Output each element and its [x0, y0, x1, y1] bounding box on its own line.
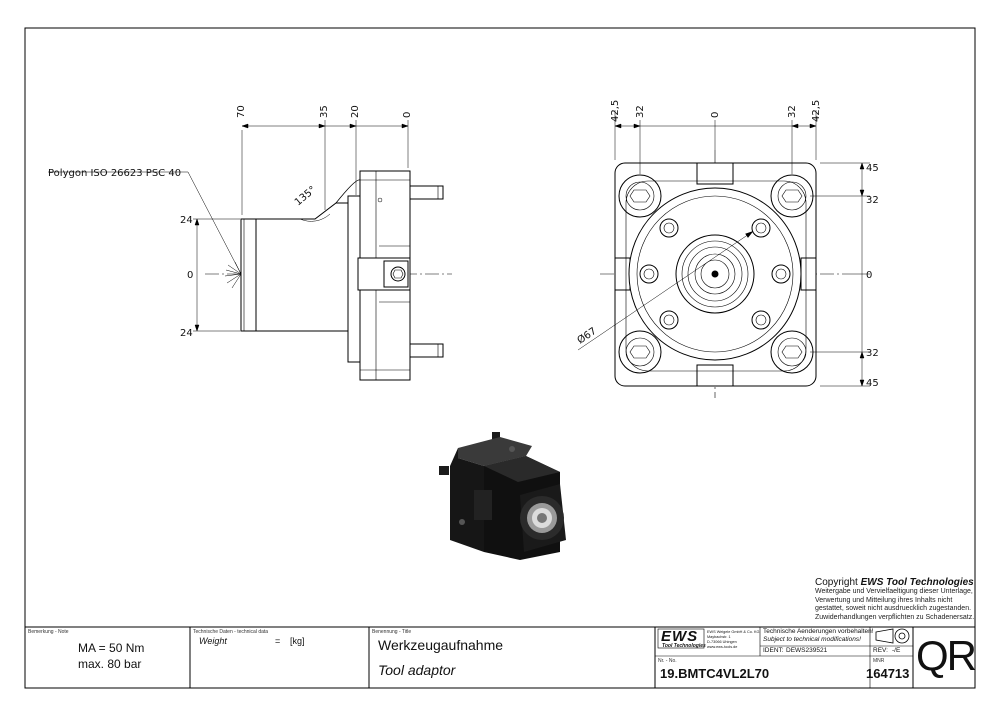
ews-logo-sub: Tool Technologies — [662, 643, 706, 649]
qr-code-mark: QR — [916, 632, 977, 679]
side-view — [48, 120, 452, 381]
copyright-line-4: Zuwiderhandlungen verpflichten zu Schade… — [815, 613, 975, 621]
front-view — [577, 110, 870, 398]
mnr-value: 164713 — [866, 666, 910, 681]
tool-adaptor-3d-render — [439, 432, 566, 560]
company-address: EWS Weigele GmbH & Co. KG Maybachstr. 1 … — [707, 630, 759, 650]
weight-unit: [kg] — [290, 636, 305, 646]
tech-data-label: Technische Daten - technical data — [193, 629, 269, 635]
ews-logo-text: EWS — [661, 628, 699, 645]
company-line-2: Maybachstr. 1 — [707, 635, 731, 639]
company-line-4: www.ews-tools.de — [707, 645, 738, 649]
weight-eq: = — [275, 636, 281, 646]
title-label: Benennung - Title — [372, 629, 412, 635]
company-line-1: EWS Weigele GmbH & Co. KG — [707, 630, 760, 634]
title-block-grid — [25, 626, 975, 688]
dim-front-42-5-right: 42,5 — [811, 100, 822, 122]
rev-label: REV: — [873, 647, 888, 654]
copyright-block: Copyright EWS Tool Technologies Weiterga… — [815, 577, 995, 622]
title-english: Tool adaptor — [378, 662, 456, 678]
company-line-3: D-73066 Uhingen — [707, 640, 737, 644]
dim-front-0: 0 — [710, 112, 721, 118]
dim-right-45-bottom: 45 — [866, 378, 879, 389]
dim-side-0: 0 — [402, 112, 413, 118]
note-line-2: max. 80 bar — [78, 657, 142, 671]
diameter-label: Ø67 — [575, 325, 599, 346]
ident-value: DEWS239521 — [786, 647, 828, 654]
copyright-line-3: gestattet, soweit nicht ausdruecklich zu… — [815, 605, 972, 613]
mnr-label: MNR — [873, 658, 885, 664]
rev-value: -/E — [892, 647, 901, 654]
copyright-prefix: Copyright — [815, 577, 858, 588]
dim-front-32-right: 32 — [787, 105, 798, 118]
dim-right-45-top: 45 — [866, 163, 879, 174]
ident-label: IDENT: — [763, 647, 784, 654]
dim-left-24-bottom: 24 — [180, 328, 193, 339]
copyright-line-1: Weitergabe und Vervielfaeltigung dieser … — [815, 588, 973, 595]
ews-logo — [657, 628, 705, 649]
polygon-label: Polygon ISO 26623 PSC 40 — [48, 168, 181, 179]
projection-symbol — [875, 628, 910, 644]
notice-german: Technische Aenderungen vorbehalten! — [763, 628, 874, 635]
dim-side-35: 35 — [319, 105, 330, 118]
note-label: Bemerkung - Note — [28, 629, 69, 635]
nr-value: 19.BMTC4VL2L70 — [660, 666, 770, 681]
dim-left-0: 0 — [187, 270, 193, 281]
dim-left-24-top: 24 — [180, 215, 193, 226]
dim-side-70: 70 — [236, 105, 247, 118]
dim-right-32-bottom: 32 — [866, 348, 879, 359]
notice-english: Subject to technical modifications! — [763, 636, 861, 643]
dim-side-20: 20 — [350, 105, 361, 118]
title-german: Werkzeugaufnahme — [378, 637, 504, 653]
dim-front-42-5-left: 42,5 — [610, 100, 621, 122]
sheet-border — [24, 27, 976, 689]
nr-label: Nr. - No. — [658, 658, 677, 664]
note-line-1: MA = 50 Nm — [78, 641, 145, 655]
dim-right-0: 0 — [866, 270, 872, 281]
angle-label: 135° — [293, 184, 319, 208]
copyright-line-2: Verwertung und Mitteilung ihres Inhalts … — [815, 596, 953, 604]
dim-right-32-top: 32 — [866, 195, 879, 206]
dim-front-32-left: 32 — [635, 105, 646, 118]
copyright-brand: EWS Tool Technologies — [860, 577, 974, 588]
weight-label: Weight — [199, 636, 227, 646]
